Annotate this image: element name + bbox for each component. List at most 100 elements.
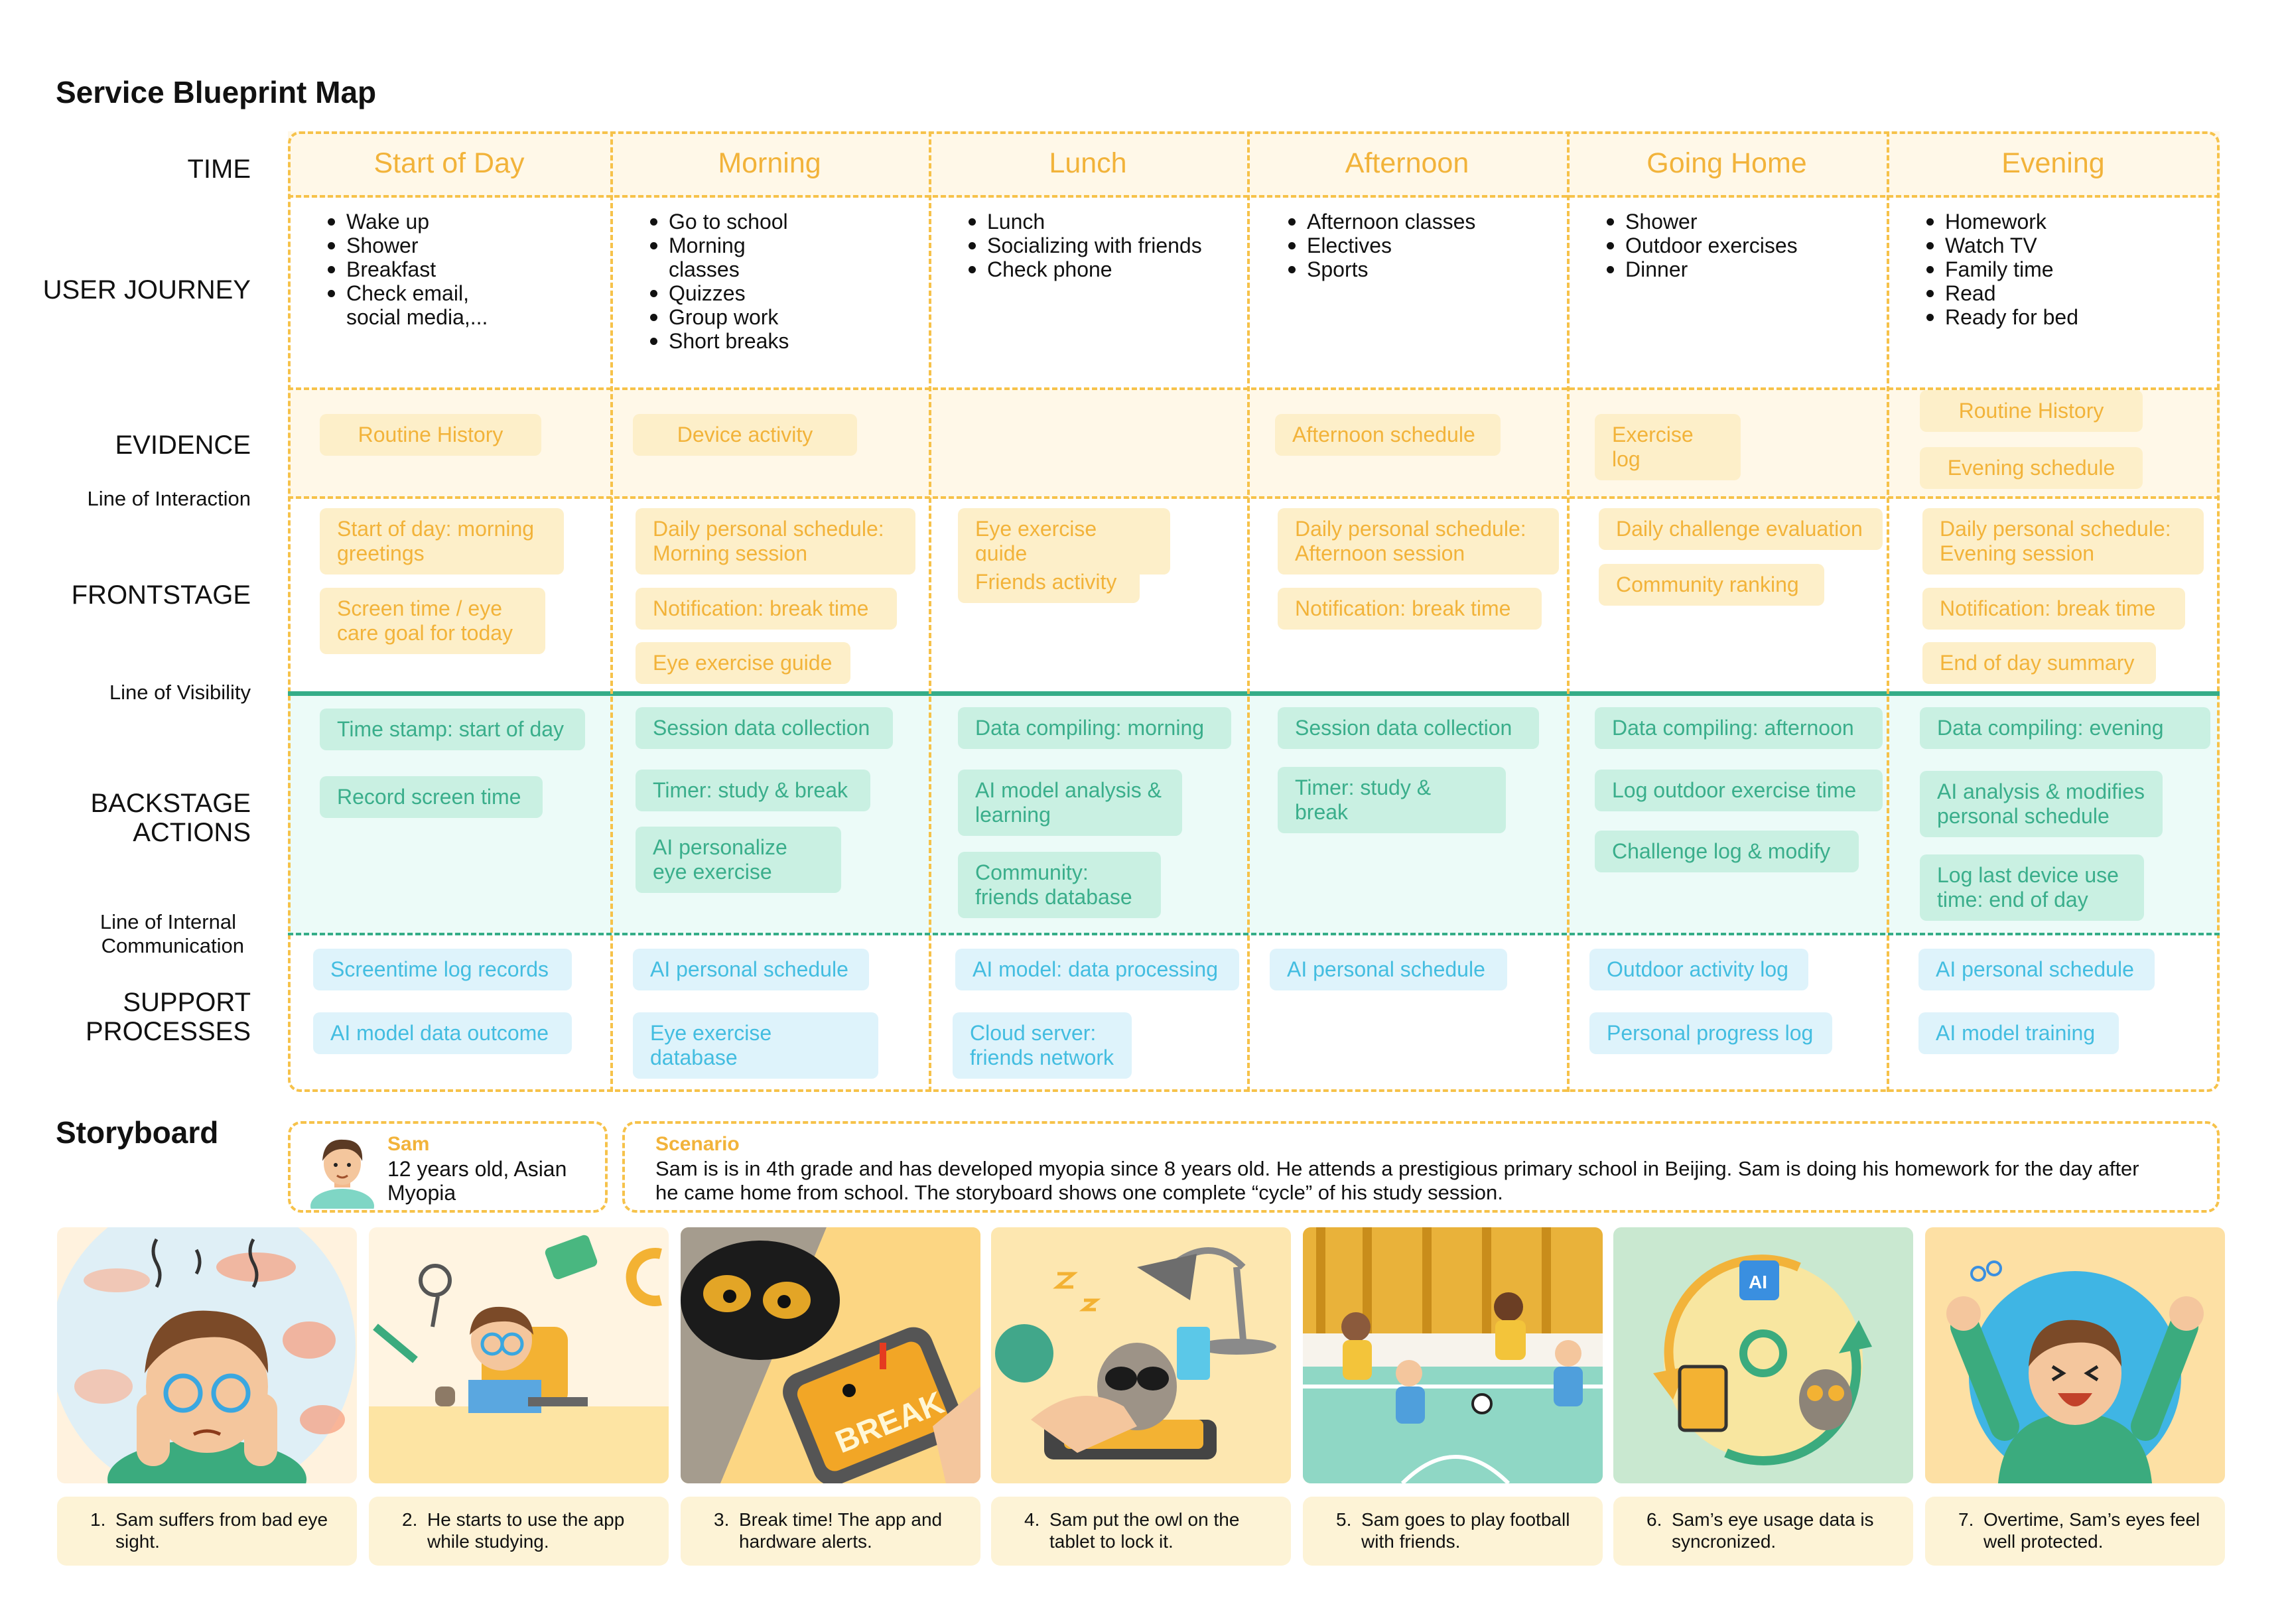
storyboard-panel-4: [991, 1227, 1291, 1483]
caption-text: Sam put the owl on the tablet to lock it…: [1049, 1509, 1240, 1552]
support-chip: AI model training: [1918, 1012, 2119, 1054]
frontstage-chip: End of day summary: [1922, 642, 2156, 684]
frontstage-chip: Notification: break time: [1922, 588, 2185, 630]
list-item: Shower: [325, 234, 511, 257]
storyboard-caption-7: 7.Overtime, Sam’s eyes feel well protect…: [1925, 1497, 2225, 1566]
list-item: Watch TV: [1924, 234, 2189, 257]
support-chip: Outdoor activity log: [1589, 949, 1808, 990]
storyboard-panel-2: [369, 1227, 669, 1483]
label-line-internal: Line of Internal: [100, 910, 236, 933]
frontstage-chip: Daily challenge evaluation: [1599, 508, 1883, 550]
label-communication: Communication: [101, 934, 244, 957]
page-title: Service Blueprint Map: [56, 75, 377, 109]
list-item: Breakfast: [325, 257, 511, 281]
caption-text: Break time! The app and hardware alerts.: [739, 1509, 943, 1552]
list-item: Short breaks: [647, 329, 813, 353]
column-divider: [610, 131, 613, 1092]
journey-list-morning: Go to school Morning classes Quizzes Gro…: [647, 210, 813, 353]
scenario-card: Scenario Sam is is in 4th grade and has …: [622, 1121, 2220, 1213]
backstage-chip: Timer: study & break: [1278, 767, 1506, 833]
frontstage-chip: Community ranking: [1599, 564, 1824, 606]
support-chip: Screentime log records: [313, 949, 572, 990]
backstage-chip: Time stamp: start of day: [320, 709, 585, 750]
label-line-of-visibility: Line of Visibility: [109, 681, 251, 704]
caption-number: 5.: [1336, 1509, 1352, 1530]
support-chip: AI personal schedule: [1270, 949, 1507, 990]
backstage-chip: Data compiling: afternoon: [1595, 707, 1883, 749]
persona-avatar: [310, 1139, 374, 1209]
support-chip: Personal progress log: [1589, 1012, 1832, 1054]
scenario-text-line-2: he came home from school. The storyboard…: [655, 1181, 1503, 1204]
break-alert-illustration: BREAK: [681, 1227, 980, 1483]
row-label-user-journey: USER JOURNEY: [42, 275, 251, 304]
list-item: Shower: [1604, 210, 1869, 234]
caption-number: 4.: [1024, 1509, 1040, 1530]
storyboard-caption-4: 4. Sam put the owl on the tablet to lock …: [991, 1497, 1291, 1566]
row-label-actions: ACTIONS: [133, 818, 251, 847]
caption-number: 6.: [1646, 1509, 1662, 1530]
storyboard-caption-2: 2. He starts to use the app while studyin…: [369, 1497, 669, 1566]
data-sync-illustration: AI: [1653, 1254, 1872, 1465]
line-of-interaction: [288, 496, 2220, 499]
storyboard-panel-1: [57, 1227, 357, 1483]
persona-name: Sam: [387, 1133, 430, 1155]
backstage-chip: Session data collection: [636, 707, 893, 749]
support-chip: AI personal schedule: [633, 949, 869, 990]
frontstage-chip: Eye exercise guide: [636, 642, 850, 684]
storyboard-caption-5: 5.Sam goes to play football with friends…: [1303, 1497, 1603, 1566]
column-divider: [929, 131, 931, 1092]
list-item: Afternoon classes: [1286, 210, 1551, 234]
evidence-chip: Device activity: [633, 414, 857, 456]
frontstage-chip: Start of day: morning greetings: [320, 508, 564, 575]
line-of-internal-communication: [288, 933, 2220, 935]
caption-text: He starts to use the app while studying.: [427, 1509, 625, 1552]
list-item: Check email, social media,...: [325, 281, 511, 329]
list-item: Sports: [1286, 257, 1551, 281]
backstage-chip: AI personalize eye exercise: [636, 827, 841, 893]
scenario-label: Scenario: [655, 1133, 740, 1155]
list-item: Ready for bed: [1924, 305, 2189, 329]
backstage-chip: Session data collection: [1278, 707, 1539, 749]
list-item: Lunch: [966, 210, 1231, 234]
evidence-chip: Routine History: [1920, 390, 2143, 432]
column-divider: [1887, 131, 1889, 1092]
storyboard-panel-7: [1925, 1227, 2225, 1483]
persona-card: Sam 12 years old, Asian Myopia: [288, 1121, 608, 1213]
storyboard-title: Storyboard: [56, 1115, 219, 1150]
backstage-chip: Log last device use time: end of day: [1920, 854, 2144, 921]
list-item: Go to school: [647, 210, 813, 234]
row-label-evidence: EVIDENCE: [115, 431, 251, 460]
caption-number: 2.: [402, 1509, 418, 1530]
evidence-chip: Exercise log: [1595, 414, 1741, 480]
backstage-chip: Data compiling: evening: [1920, 707, 2210, 749]
storyboard-caption-1: 1.Sam suffers from bad eye sight.: [57, 1497, 357, 1566]
blueprint-frame: [288, 131, 2220, 1092]
column-title-evening: Evening: [2001, 147, 2105, 179]
storyboard-panel-6: AI: [1613, 1227, 1913, 1483]
line-of-visibility: [288, 691, 2220, 696]
backstage-chip: AI analysis & modifies personal schedule: [1920, 771, 2163, 837]
frontstage-chip: Friends activity: [958, 561, 1140, 603]
list-item: Dinner: [1604, 257, 1869, 281]
list-item: Electives: [1286, 234, 1551, 257]
list-item: Wake up: [325, 210, 511, 234]
support-chip: Cloud server: friends network: [953, 1012, 1132, 1079]
backstage-chip: Data compiling: morning: [958, 707, 1231, 749]
caption-number: 7.: [1958, 1509, 1974, 1530]
label-line-of-interaction: Line of Interaction: [87, 487, 251, 510]
row-label-processes: PROCESSES: [86, 1017, 251, 1046]
row-label-backstage: BACKSTAGE: [90, 789, 251, 818]
row-label-frontstage: FRONTSTAGE: [71, 580, 251, 610]
row-label-support: SUPPORT: [123, 988, 251, 1017]
frontstage-chip: Screen time / eye care goal for today: [320, 588, 545, 654]
backstage-chip: Challenge log & modify: [1595, 831, 1859, 872]
support-chip: AI personal schedule: [1918, 949, 2155, 990]
caption-number: 3.: [714, 1509, 730, 1530]
column-title-morning: Morning: [718, 147, 821, 179]
column-title-going-home: Going Home: [1646, 147, 1807, 179]
row-label-time: TIME: [187, 155, 251, 184]
storyboard-caption-3: 3. Break time! The app and hardware alert…: [681, 1497, 980, 1566]
storyboard-panel-3: BREAK: [681, 1227, 980, 1483]
persona-age: 12 years old, Asian: [387, 1157, 567, 1181]
backstage-chip: Timer: study & break: [636, 770, 870, 811]
